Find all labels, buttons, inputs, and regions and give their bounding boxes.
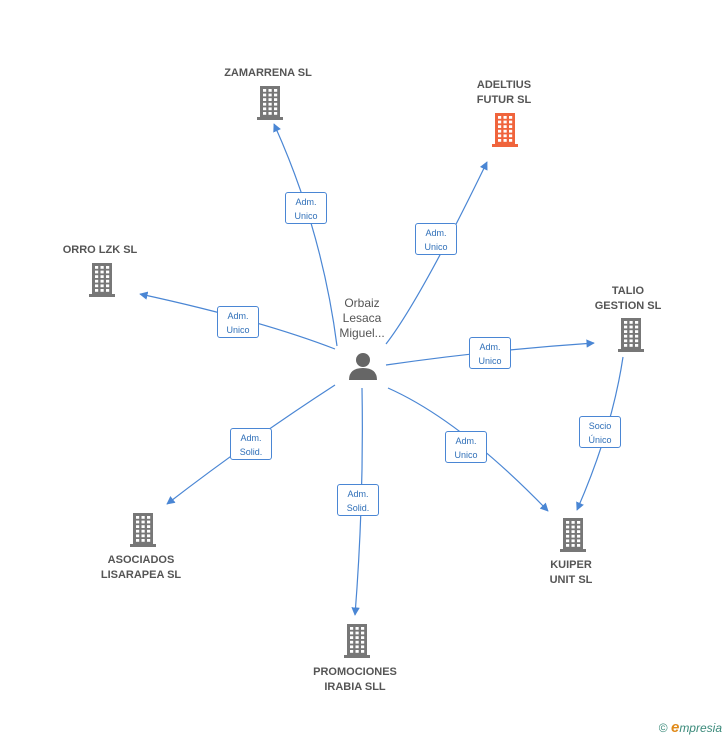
building-icon-zamarrena[interactable]: [257, 86, 283, 120]
edge-label-person-kuiper[interactable]: Adm. Unico: [445, 431, 487, 463]
company-label-adeltius[interactable]: ADELTIUS FUTUR SL: [476, 79, 532, 106]
person-label[interactable]: Orbaiz Lesaca Miguel...: [339, 296, 385, 340]
copyright-icon: ©: [658, 721, 668, 735]
building-icon-adeltius[interactable]: [492, 113, 518, 147]
company-label-kuiper[interactable]: KUIPER UNIT SL: [549, 559, 593, 586]
building-icon-kuiper[interactable]: [560, 518, 586, 552]
edge-label-person-adeltius[interactable]: Adm. Unico: [415, 223, 457, 255]
company-label-orro[interactable]: ORRO LZK SL: [62, 244, 138, 256]
company-label-talio[interactable]: TALIO GESTION SL: [594, 285, 662, 312]
edge-label-person-promociones[interactable]: Adm. Solid.: [337, 484, 379, 516]
building-icon-asociados[interactable]: [130, 513, 156, 547]
brand-logo-e: e: [670, 719, 680, 736]
edge-person-zamarrena: [273, 123, 338, 347]
edge-label-person-zamarrena[interactable]: Adm. Unico: [285, 192, 327, 224]
edge-label-person-talio[interactable]: Adm. Unico: [469, 337, 511, 369]
building-icon-talio[interactable]: [618, 318, 644, 352]
edge-label-person-asociados[interactable]: Adm. Solid.: [230, 428, 272, 460]
brand-footer: © empresia: [659, 719, 722, 736]
person-icon[interactable]: [349, 353, 377, 380]
edge-label-person-orro[interactable]: Adm. Unico: [217, 306, 259, 338]
company-label-asociados[interactable]: ASOCIADOS LISARAPEA SL: [100, 554, 182, 581]
edge-label-talio-kuiper[interactable]: Socio Único: [579, 416, 621, 448]
building-icon-promociones[interactable]: [344, 624, 370, 658]
company-label-promociones[interactable]: PROMOCIONES IRABIA SLL: [313, 666, 397, 693]
building-icon-orro[interactable]: [89, 263, 115, 297]
edge-person-adeltius: [385, 161, 488, 345]
company-label-zamarrena[interactable]: ZAMARRENA SL: [224, 67, 312, 79]
brand-logo-text: mpresia: [679, 721, 722, 735]
